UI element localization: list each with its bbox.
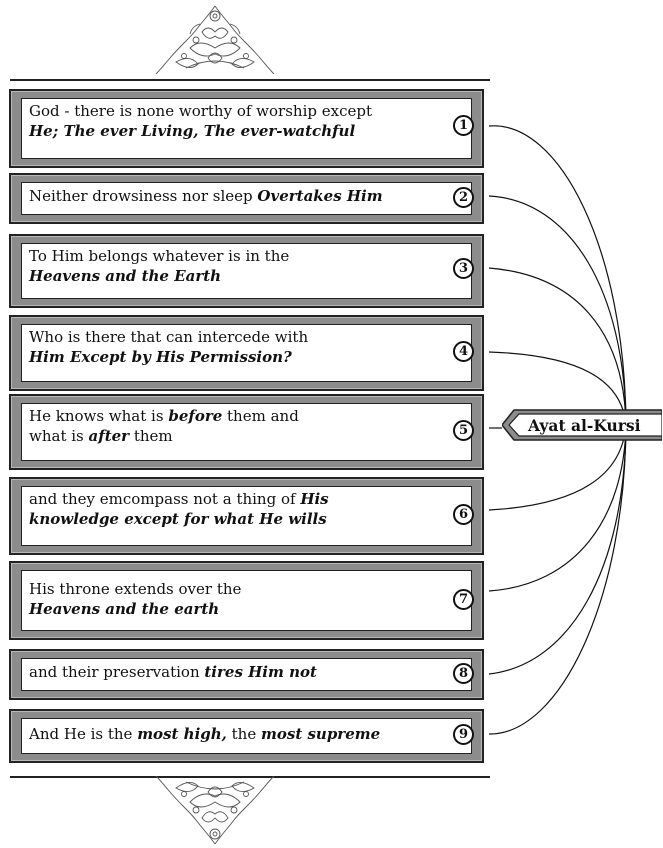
- top-floral-ornament: [155, 5, 275, 74]
- verse-emphasis: before: [168, 407, 223, 425]
- verse-text: them and: [222, 407, 299, 425]
- verse-line: and their preservation tires Him not: [29, 662, 471, 682]
- verse-line: He; The ever Living, The ever-watchful: [29, 121, 471, 141]
- verse-text: He knows what is: [29, 407, 169, 425]
- verse-item-6: and they emcompass not a thing of His kn…: [9, 477, 484, 555]
- verse-text: them: [129, 427, 173, 445]
- verse-line: Who is there that can intercede with: [29, 327, 471, 347]
- verse-line: and they emcompass not a thing of His: [29, 489, 471, 509]
- verse-emphasis: He; The ever Living, The ever-watchful: [29, 122, 356, 140]
- verse-text-box: His throne extends over the Heavens and …: [21, 570, 472, 631]
- verse-emphasis: most supreme: [261, 725, 381, 743]
- verse-item-1: God - there is none worthy of worship ex…: [9, 89, 484, 168]
- verse-text: God - there is none worthy of worship ex…: [29, 102, 372, 120]
- verse-line: His throne extends over the: [29, 579, 471, 599]
- number-badge: 6: [453, 504, 474, 525]
- verse-text-box: To Him belongs whatever is in the Heaven…: [21, 243, 472, 299]
- verse-text-box: He knows what is before them and what is…: [21, 403, 472, 461]
- verse-text: what is: [29, 427, 89, 445]
- bottom-divider: [10, 776, 490, 778]
- verse-text: Neither drowsiness nor sleep: [29, 187, 258, 205]
- verse-emphasis: Heavens and the earth: [29, 600, 220, 618]
- number-badge: 5: [453, 420, 474, 441]
- verse-line: Him Except by His Permission?: [29, 347, 471, 367]
- verse-emphasis: Him Except by His Permission?: [29, 348, 292, 366]
- verse-line: And He is the most high, the most suprem…: [29, 724, 471, 744]
- center-label-text: Ayat al-Kursi: [528, 416, 641, 435]
- verse-text: And He is the: [29, 725, 138, 743]
- verse-emphasis: knowledge except for what He wills: [29, 510, 327, 528]
- verse-item-3: To Him belongs whatever is in the Heaven…: [9, 234, 484, 308]
- center-label-frame: [502, 409, 662, 441]
- verse-emphasis: Heavens and the Earth: [29, 267, 222, 285]
- verse-text: and they emcompass not a thing of: [29, 490, 301, 508]
- verse-item-9: And He is the most high, the most suprem…: [9, 709, 484, 763]
- verse-line: To Him belongs whatever is in the: [29, 246, 471, 266]
- verse-item-2: Neither drowsiness nor sleep Overtakes H…: [9, 173, 484, 224]
- verse-text-box: Neither drowsiness nor sleep Overtakes H…: [21, 182, 472, 215]
- verse-text: the: [226, 725, 261, 743]
- verse-text: To Him belongs whatever is in the: [29, 247, 290, 265]
- number-badge: 7: [453, 589, 474, 610]
- verse-emphasis: Overtakes Him: [257, 187, 383, 205]
- bottom-floral-ornament: [155, 776, 275, 845]
- top-divider: [10, 79, 490, 81]
- number-badge: 9: [453, 724, 474, 745]
- verse-emphasis: tires Him not: [204, 663, 317, 681]
- verse-text: and their preservation: [29, 663, 205, 681]
- verse-line: knowledge except for what He wills: [29, 509, 471, 529]
- verse-emphasis: most high,: [137, 725, 227, 743]
- verse-emphasis: after: [88, 427, 130, 445]
- verse-line: Heavens and the earth: [29, 599, 471, 619]
- verse-text: His throne extends over the: [29, 580, 242, 598]
- verse-line: God - there is none worthy of worship ex…: [29, 101, 471, 121]
- verse-text: Who is there that can intercede with: [29, 328, 309, 346]
- number-badge: 1: [453, 115, 474, 136]
- verse-text-box: God - there is none worthy of worship ex…: [21, 98, 472, 159]
- verse-line: Neither drowsiness nor sleep Overtakes H…: [29, 186, 471, 206]
- number-badge: 2: [453, 187, 474, 208]
- verse-line: He knows what is before them and: [29, 406, 471, 426]
- verse-text-box: and they emcompass not a thing of His kn…: [21, 486, 472, 546]
- verse-emphasis: His: [300, 490, 329, 508]
- verse-item-7: His throne extends over the Heavens and …: [9, 561, 484, 640]
- verse-item-8: and their preservation tires Him not 8: [9, 649, 484, 700]
- number-badge: 8: [453, 663, 474, 684]
- center-label-ayat-al-kursi: Ayat al-Kursi: [502, 408, 662, 442]
- verse-line: Heavens and the Earth: [29, 266, 471, 286]
- number-badge: 4: [453, 341, 474, 362]
- verse-line: what is after them: [29, 426, 471, 446]
- verse-text-box: Who is there that can intercede with Him…: [21, 324, 472, 382]
- verse-item-5: He knows what is before them and what is…: [9, 394, 484, 470]
- number-badge: 3: [453, 258, 474, 279]
- verse-item-4: Who is there that can intercede with Him…: [9, 315, 484, 391]
- verse-text-box: And He is the most high, the most suprem…: [21, 718, 472, 754]
- verse-text-box: and their preservation tires Him not: [21, 658, 472, 691]
